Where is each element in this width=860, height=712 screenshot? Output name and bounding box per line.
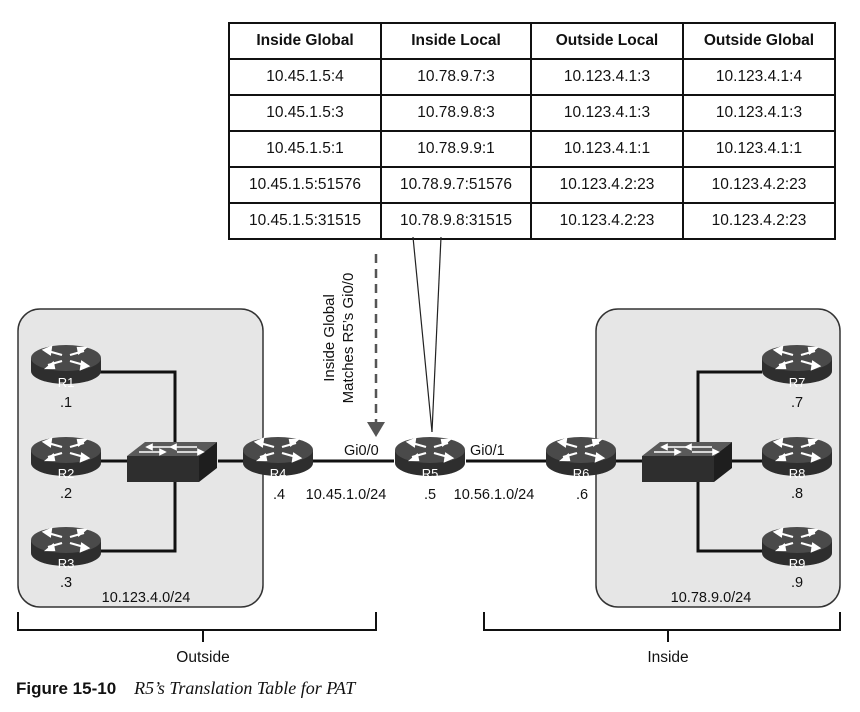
zone-inside-label: Inside <box>647 649 689 666</box>
table-cell: 10.78.9.7:3 <box>380 58 532 96</box>
host-r4: .4 <box>272 487 286 503</box>
callout-lines <box>412 236 442 433</box>
table-cell: 10.123.4.2:23 <box>530 202 684 240</box>
interface-gi00: Gi0/0 <box>344 443 379 459</box>
annotation-line2: Matches R5’s Gi0/0 <box>340 272 357 404</box>
dashed-arrow-head <box>367 422 385 437</box>
host-r8: .8 <box>790 486 804 502</box>
table-cell: 10.123.4.1:3 <box>530 58 684 96</box>
table-cell: 10.45.1.5:51576 <box>228 166 382 204</box>
header-inside-local: Inside Local <box>380 22 532 60</box>
interface-gi01: Gi0/1 <box>470 443 505 459</box>
table-cell: 10.123.4.1:4 <box>682 58 836 96</box>
table-row: 10.45.1.5:1 10.78.9.9:1 10.123.4.1:1 10.… <box>228 130 836 168</box>
outside-bracket <box>17 612 377 642</box>
table-cell: 10.123.4.1:1 <box>682 130 836 168</box>
table-cell: 10.123.4.1:3 <box>530 94 684 132</box>
host-r3: .3 <box>59 575 73 591</box>
inside-switch-icon <box>641 441 733 483</box>
router-r8-label: R8 <box>788 466 806 481</box>
table-row: 10.45.1.5:4 10.78.9.7:3 10.123.4.1:3 10.… <box>228 58 836 96</box>
router-r4-label: R4 <box>269 466 287 481</box>
table-cell: 10.45.1.5:1 <box>228 130 382 168</box>
host-r1: .1 <box>59 395 73 411</box>
host-r6: .6 <box>575 487 589 503</box>
subnet-outside-lan: 10.123.4.0/24 <box>101 590 191 606</box>
table-cell: 10.45.1.5:3 <box>228 94 382 132</box>
table-cell: 10.78.9.8:31515 <box>380 202 532 240</box>
header-outside-global: Outside Global <box>682 22 836 60</box>
inside-bracket <box>483 612 841 642</box>
table-cell: 10.78.9.9:1 <box>380 130 532 168</box>
header-outside-local: Outside Local <box>530 22 684 60</box>
figure-number: Figure 15-10 <box>16 679 117 698</box>
router-r9-label: R9 <box>788 556 806 571</box>
table-row: 10.45.1.5:51576 10.78.9.7:51576 10.123.4… <box>228 166 836 204</box>
outside-switch-icon <box>126 441 218 483</box>
host-r2: .2 <box>59 486 73 502</box>
annotation-line1: Inside Global <box>321 294 338 382</box>
table-cell: 10.123.4.2:23 <box>682 166 836 204</box>
router-r7-label: R7 <box>788 375 806 390</box>
subnet-r5-r6: 10.56.1.0/24 <box>453 487 535 503</box>
router-r1-label: R1 <box>57 375 75 390</box>
links <box>100 370 762 553</box>
subnet-r4-r5: 10.45.1.0/24 <box>305 487 387 503</box>
table-cell: 10.123.4.1:1 <box>530 130 684 168</box>
router-r2-label: R2 <box>57 466 75 481</box>
table-cell: 10.78.9.7:51576 <box>380 166 532 204</box>
figure-caption: Figure 15-10 R5’s Translation Table for P… <box>16 678 355 699</box>
table-cell: 10.123.4.2:23 <box>530 166 684 204</box>
table-cell: 10.123.4.1:3 <box>682 94 836 132</box>
subnet-inside-lan: 10.78.9.0/24 <box>670 590 752 606</box>
translation-table: Inside Global Inside Local Outside Local… <box>228 22 836 240</box>
router-r3-label: R3 <box>57 556 75 571</box>
table-cell: 10.78.9.8:3 <box>380 94 532 132</box>
table-row: 10.45.1.5:31515 10.78.9.8:31515 10.123.4… <box>228 202 836 240</box>
figure-title: R5’s Translation Table for PAT <box>134 678 356 698</box>
zone-outside-label: Outside <box>176 649 230 666</box>
table-cell: 10.123.4.2:23 <box>682 202 836 240</box>
table-cell: 10.45.1.5:31515 <box>228 202 382 240</box>
host-r9: .9 <box>790 575 804 591</box>
host-r5: .5 <box>423 487 437 503</box>
table-row: 10.45.1.5:3 10.78.9.8:3 10.123.4.1:3 10.… <box>228 94 836 132</box>
table-cell: 10.45.1.5:4 <box>228 58 382 96</box>
host-r7: .7 <box>790 395 804 411</box>
header-inside-global: Inside Global <box>228 22 382 60</box>
router-r6-label: R6 <box>572 466 590 481</box>
table-header-row: Inside Global Inside Local Outside Local… <box>228 22 836 60</box>
router-r5-label: R5 <box>421 466 439 481</box>
